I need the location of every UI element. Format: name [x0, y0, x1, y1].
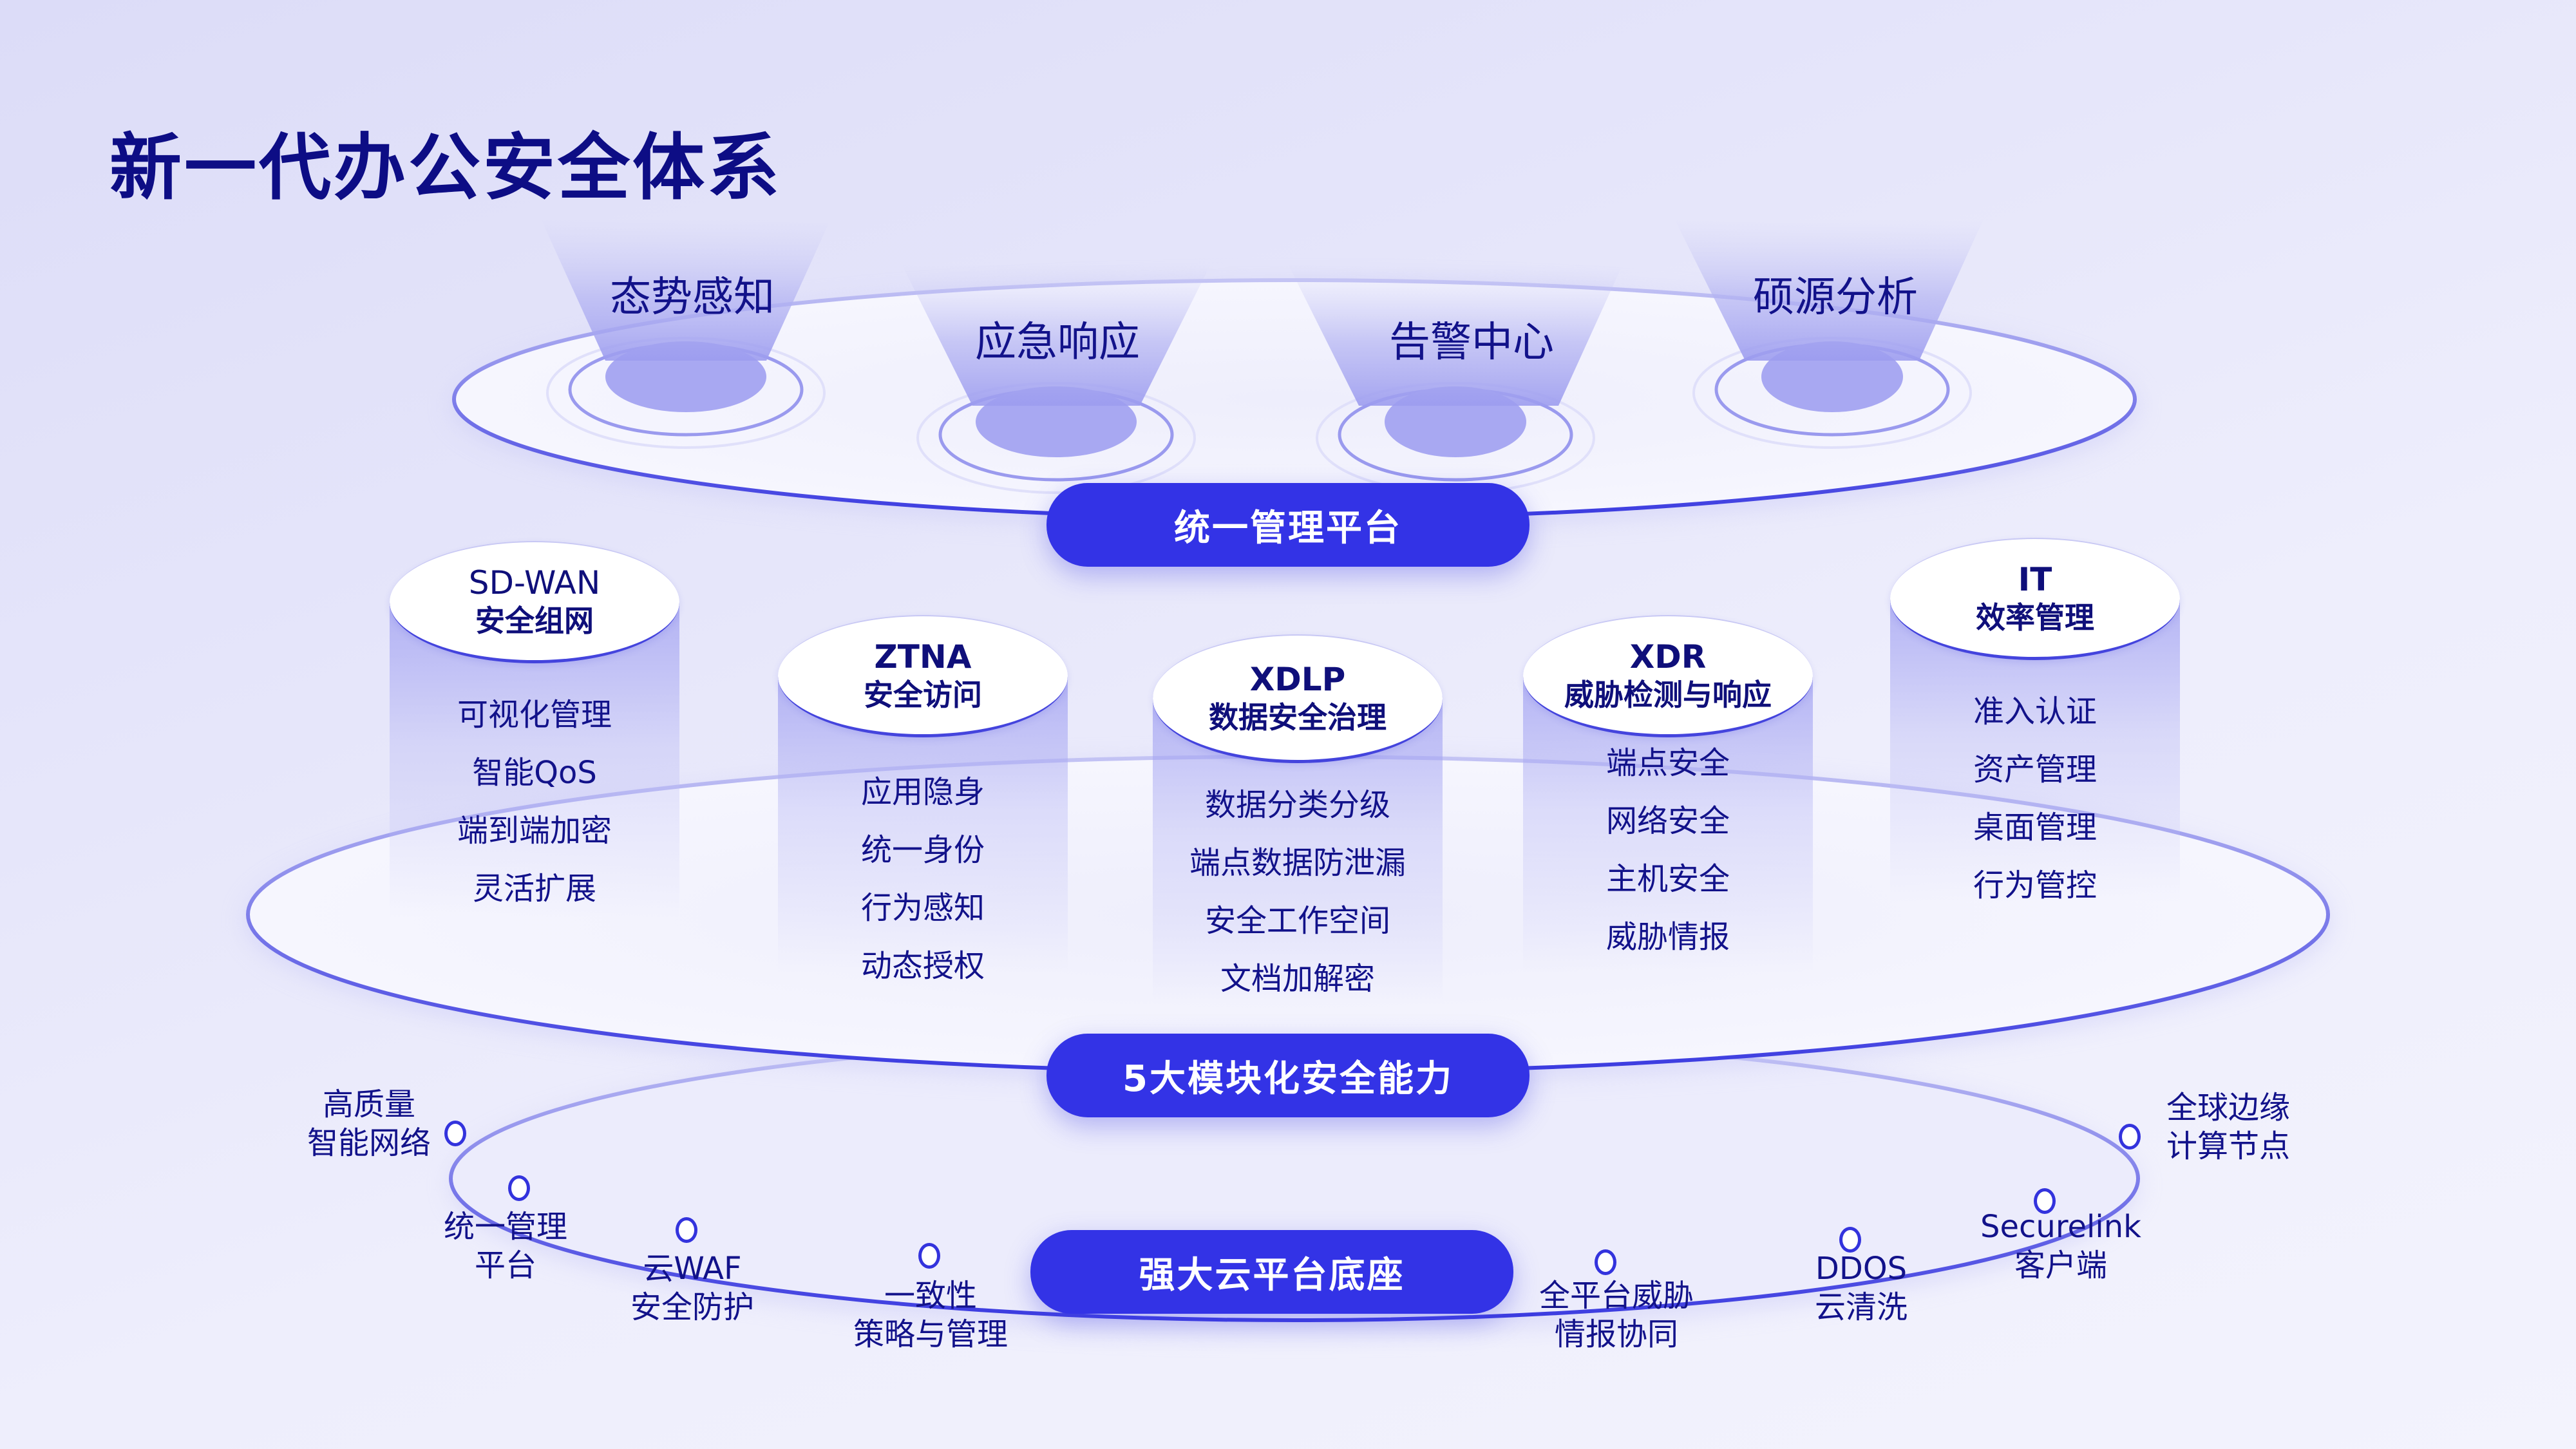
beam-label-source-analysis: 硕源分析 — [1753, 274, 1918, 321]
module-title-zh: 安全组网 — [475, 603, 594, 638]
ring-label-line: 情报协同 — [1554, 1316, 1678, 1352]
ring-label-line: 客户端 — [2014, 1247, 2107, 1283]
beam-label-situation-awareness: 态势感知 — [610, 274, 775, 321]
ring-label-line: 云WAF — [643, 1251, 742, 1287]
ring-node-icon — [508, 1175, 530, 1201]
ring-node-icon — [918, 1243, 940, 1269]
ring-label-line: 统一管理 — [443, 1209, 567, 1245]
module-item: 资产管理 — [1973, 752, 2097, 788]
module-item: 端点安全 — [1605, 745, 1730, 781]
module-item: 灵活扩展 — [472, 871, 596, 907]
module-item: 文档加解密 — [1220, 961, 1375, 997]
unified-management-platform-pill: 统一管理平台 — [1046, 483, 1530, 567]
module-item: 可视化管理 — [457, 697, 612, 733]
module-title-zh: 效率管理 — [1976, 600, 2094, 635]
module-item: 智能QoS — [472, 755, 597, 791]
ring-label-line: DDOS — [1815, 1251, 1908, 1287]
cloud-platform-base-pill: 强大云平台底座 — [1030, 1230, 1513, 1314]
ring-label-line: 云清洗 — [1814, 1289, 1908, 1325]
ring-label-threat-intel: 全平台威胁 情报协同 — [1530, 1276, 1703, 1354]
module-item: 数据分类分级 — [1204, 787, 1390, 823]
bottom-ring — [449, 1035, 2140, 1333]
module-ztna: ZTNA 安全访问 应用隐身 统一身份 行为感知 动态授权 — [778, 615, 1068, 984]
module-title-en: XDR — [1629, 638, 1707, 676]
beam-2 — [902, 264, 1211, 406]
ring-label-line: Securelink — [1980, 1209, 2141, 1245]
ring-node-icon — [676, 1217, 697, 1243]
ring-label-cloud-waf: 云WAF 安全防护 — [625, 1249, 760, 1327]
module-item: 统一身份 — [860, 832, 985, 868]
module-cap: SD-WAN 安全组网 — [390, 541, 679, 663]
module-cap: XDR 威胁检测与响应 — [1523, 615, 1813, 737]
module-item: 行为管控 — [1973, 867, 2097, 904]
beam-1 — [541, 219, 831, 361]
ring-label-line: 安全防护 — [630, 1289, 754, 1325]
module-item: 端到端加密 — [457, 813, 612, 849]
beam-4 — [1674, 219, 1984, 361]
ring-label-line: 智能网络 — [307, 1125, 431, 1161]
module-item: 端点数据防泄漏 — [1189, 845, 1406, 881]
ring-label-securelink: Securelink 客户端 — [1971, 1208, 2151, 1285]
module-item: 主机安全 — [1605, 861, 1730, 897]
module-title-en: SD-WAN — [468, 564, 601, 601]
page-title: 新一代办公安全体系 — [109, 126, 782, 210]
ring-node-icon — [2119, 1124, 2141, 1150]
module-title-zh: 数据安全治理 — [1209, 699, 1387, 735]
module-item: 安全工作空间 — [1204, 903, 1390, 939]
ring-node-icon — [444, 1121, 466, 1146]
ring-label-line: 平台 — [474, 1247, 536, 1283]
ring-label-consistent-policy: 一致性 策略与管理 — [844, 1276, 1018, 1354]
beam-label-emergency-response: 应急响应 — [975, 319, 1140, 366]
module-cap: XDLP 数据安全治理 — [1153, 634, 1443, 763]
ring-label-line: 策略与管理 — [853, 1316, 1008, 1352]
ring-label-edge-nodes: 全球边缘 计算节点 — [2161, 1088, 2296, 1166]
beam-label-alert-center: 告警中心 — [1389, 319, 1554, 366]
ring-node-icon — [1839, 1227, 1861, 1253]
module-it: IT 效率管理 准入认证 资产管理 桌面管理 行为管控 — [1890, 538, 2180, 905]
ring-label-quality-network: 高质量 智能网络 — [301, 1085, 437, 1162]
ring-label-line: 全平台威胁 — [1539, 1278, 1694, 1314]
ring-label-ddos: DDOS 云清洗 — [1790, 1249, 1932, 1327]
ring-label-line: 计算节点 — [2166, 1128, 2290, 1164]
ring-node-icon — [2034, 1188, 2056, 1214]
ring-label-unified-platform: 统一管理 平台 — [438, 1208, 573, 1285]
ring-label-line: 全球边缘 — [2166, 1090, 2290, 1126]
module-item: 应用隐身 — [860, 774, 985, 810]
module-sdwan: SD-WAN 安全组网 可视化管理 智能QoS 端到端加密 灵活扩展 — [390, 541, 679, 921]
beam-3 — [1288, 264, 1623, 406]
module-xdr: XDR 威胁检测与响应 端点安全 网络安全 主机安全 威胁情报 — [1523, 615, 1813, 976]
module-title-en: IT — [2018, 560, 2052, 598]
module-cap: IT 效率管理 — [1890, 538, 2180, 660]
module-title-en: ZTNA — [874, 638, 972, 676]
module-item: 准入认证 — [1973, 694, 2097, 730]
ring-label-line: 一致性 — [884, 1278, 977, 1314]
module-title-zh: 威胁检测与响应 — [1564, 677, 1772, 712]
module-item: 网络安全 — [1605, 803, 1730, 839]
module-cap: ZTNA 安全访问 — [778, 615, 1068, 737]
module-title-zh: 安全访问 — [864, 677, 982, 712]
module-item: 桌面管理 — [1973, 810, 2097, 846]
module-title-en: XDLP — [1249, 660, 1346, 698]
module-item: 威胁情报 — [1605, 919, 1730, 955]
module-item: 行为感知 — [860, 890, 985, 926]
module-xdlp: XDLP 数据安全治理 数据分类分级 端点数据防泄漏 安全工作空间 文档加解密 — [1153, 634, 1443, 1008]
top-plate — [451, 219, 2138, 528]
modular-security-capabilities-pill: 5大模块化安全能力 — [1046, 1034, 1530, 1117]
module-item: 动态授权 — [860, 948, 985, 984]
ring-node-icon — [1595, 1249, 1616, 1275]
ring-label-line: 高质量 — [322, 1086, 415, 1122]
